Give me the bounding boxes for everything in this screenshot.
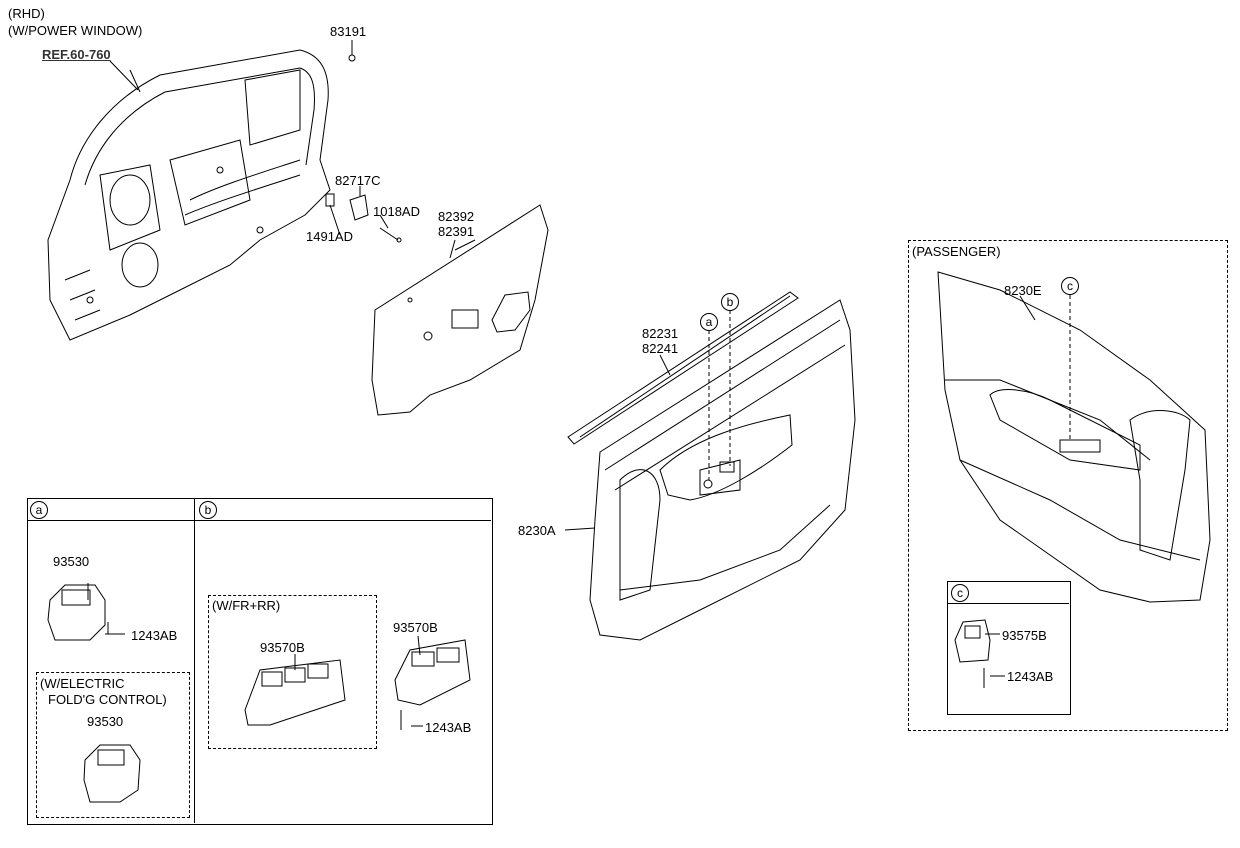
panel-b-subgroup [208,595,377,749]
panel-c-part: 93575B [1002,628,1047,643]
passenger-title: (PASSENGER) [912,244,1001,259]
part-8230a: 8230A [518,523,556,538]
panel-a-part2: 93530 [87,714,124,729]
fasteners [325,45,402,243]
part-82241: 82241 [642,341,679,356]
panel-a-subgroup [36,672,190,818]
passenger-door-trim [937,271,1211,603]
panel-a-bolt1: 1243AB [131,628,178,643]
panel-a-sub-line2: FOLD'G CONTROL) [48,692,167,707]
panel-b-tag: b [199,501,217,519]
detail-panel-ab [27,498,493,825]
panel-a-part1: 93530 [53,554,90,569]
part-1018ad: 1018AD [373,204,420,219]
part-83191: 83191 [330,24,367,39]
panel-c-bolt: 1243AB [1007,669,1054,684]
part-82392: 82392 [438,209,475,224]
reference-link[interactable]: REF.60-760 [42,47,111,62]
leader-lines [708,295,1071,480]
detail-panel-divider [194,498,195,823]
header-line1: (RHD) [8,6,45,21]
switch-sketches [47,584,991,803]
part-82231: 82231 [642,326,679,341]
inner-door-frame [47,49,331,341]
callout-a: a [700,313,718,331]
detail-panel-c-header [947,581,1069,604]
part-82391: 82391 [438,224,475,239]
panel-b-sub-title: (W/FR+RR) [212,598,281,613]
header-line2: (W/POWER WINDOW) [8,23,143,38]
part-1491ad: 1491AD [306,229,353,244]
part-8230e: 8230E [1004,283,1042,298]
detail-panel-ab-header [27,498,491,521]
callout-b: b [721,293,739,311]
solid-leaders [87,40,1036,727]
panel-a-tag: a [30,501,48,519]
detail-panel-c [947,581,1071,715]
callout-c: c [1061,277,1079,295]
panel-b-part1: 93570B [260,640,305,655]
trim-board [371,204,549,416]
panel-b-bolt: 1243AB [425,720,472,735]
panel-a-sub-line1: (W/ELECTRIC [40,676,125,691]
part-82717c: 82717C [335,173,381,188]
panel-c-tag: c [951,584,969,602]
front-door-trim [567,291,856,641]
passenger-region [908,240,1228,731]
panel-b-part2: 93570B [393,620,438,635]
